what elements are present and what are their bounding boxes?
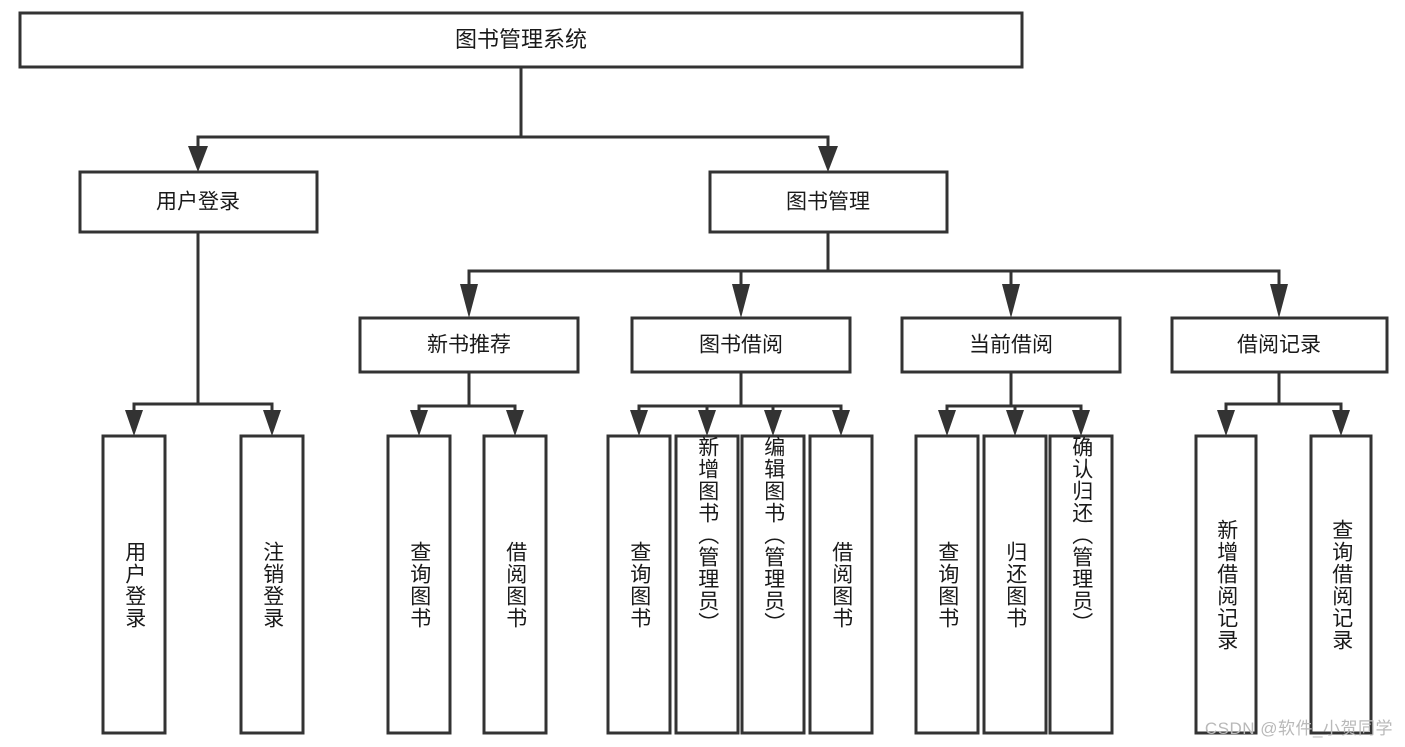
arrow-to-leaf-user-login (125, 410, 143, 436)
arrow-to-borrow-record (1270, 284, 1288, 318)
node-user-login-box[interactable] (78, 170, 319, 234)
leaf-box-return-book[interactable] (982, 434, 1048, 735)
node-current-borrow-label: 当前借阅 (969, 334, 1053, 357)
leaf-box-user-login[interactable] (101, 434, 167, 735)
leaf-box-query-book-current[interactable] (914, 434, 980, 735)
node-new-book-recommend-box[interactable] (358, 316, 580, 374)
node-root-box[interactable] (18, 11, 1024, 69)
arrow-to-new-book-rec (460, 284, 478, 318)
leaf-box-borrow-book[interactable] (808, 434, 874, 735)
node-borrow-record-label: 借阅记录 (1237, 334, 1321, 357)
arrow-bookborrow-leaf-3 (764, 410, 782, 436)
arrow-currentborrow-leaf-1 (938, 410, 956, 436)
arrow-newbook-leaf-2 (506, 410, 524, 436)
node-book-borrow-label: 图书借阅 (699, 334, 783, 357)
arrow-currentborrow-leaf-3 (1072, 410, 1090, 436)
arrow-to-leaf-logout (263, 410, 281, 436)
arrow-currentborrow-leaf-2 (1006, 410, 1024, 436)
node-root-label: 图书管理系统 (455, 27, 587, 52)
connector-layer (125, 65, 1350, 436)
node-new-book-recommend-label: 新书推荐 (427, 334, 511, 357)
node-user-login-label: 用户登录 (156, 191, 240, 214)
leaf-box-add-borrow-record[interactable] (1194, 434, 1258, 735)
arrow-bookborrow-leaf-2 (698, 410, 716, 436)
arrow-to-book-borrow (732, 284, 750, 318)
arrow-bookborrow-leaf-1 (630, 410, 648, 436)
arrow-borrowrecord-leaf-1 (1217, 410, 1235, 436)
leaf-box-query-borrow-record[interactable] (1309, 434, 1373, 735)
leaf-box-borrow-book-newrec[interactable] (482, 434, 548, 735)
leaf-box-add-book-admin[interactable] (674, 434, 740, 735)
arrow-to-current-borrow (1002, 284, 1020, 318)
node-book-management-label: 图书管理 (786, 191, 870, 214)
leaf-box-query-book-newrec[interactable] (386, 434, 452, 735)
node-layer: 图书管理系统 用户登录 图书管理 新书推荐 图书借阅 当前借阅 借阅记录 (18, 11, 1389, 735)
leaf-box-confirm-return-admin[interactable] (1048, 434, 1114, 735)
leaf-box-query-book-borrow[interactable] (606, 434, 672, 735)
leaf-box-edit-book-admin[interactable] (740, 434, 806, 735)
arrow-newbook-leaf-1 (410, 410, 428, 436)
node-borrow-record-box[interactable] (1170, 316, 1389, 374)
arrow-to-book-mgmt (818, 146, 838, 172)
arrow-to-user-login (188, 146, 208, 172)
leaf-box-logout[interactable] (239, 434, 305, 735)
node-current-borrow-box[interactable] (900, 316, 1122, 374)
node-book-management-box[interactable] (708, 170, 949, 234)
arrow-borrowrecord-leaf-2 (1332, 410, 1350, 436)
node-book-borrow-box[interactable] (630, 316, 852, 374)
csdn-watermark: CSDN @软件_小贺同学 (1204, 719, 1393, 738)
arrow-bookborrow-leaf-4 (832, 410, 850, 436)
